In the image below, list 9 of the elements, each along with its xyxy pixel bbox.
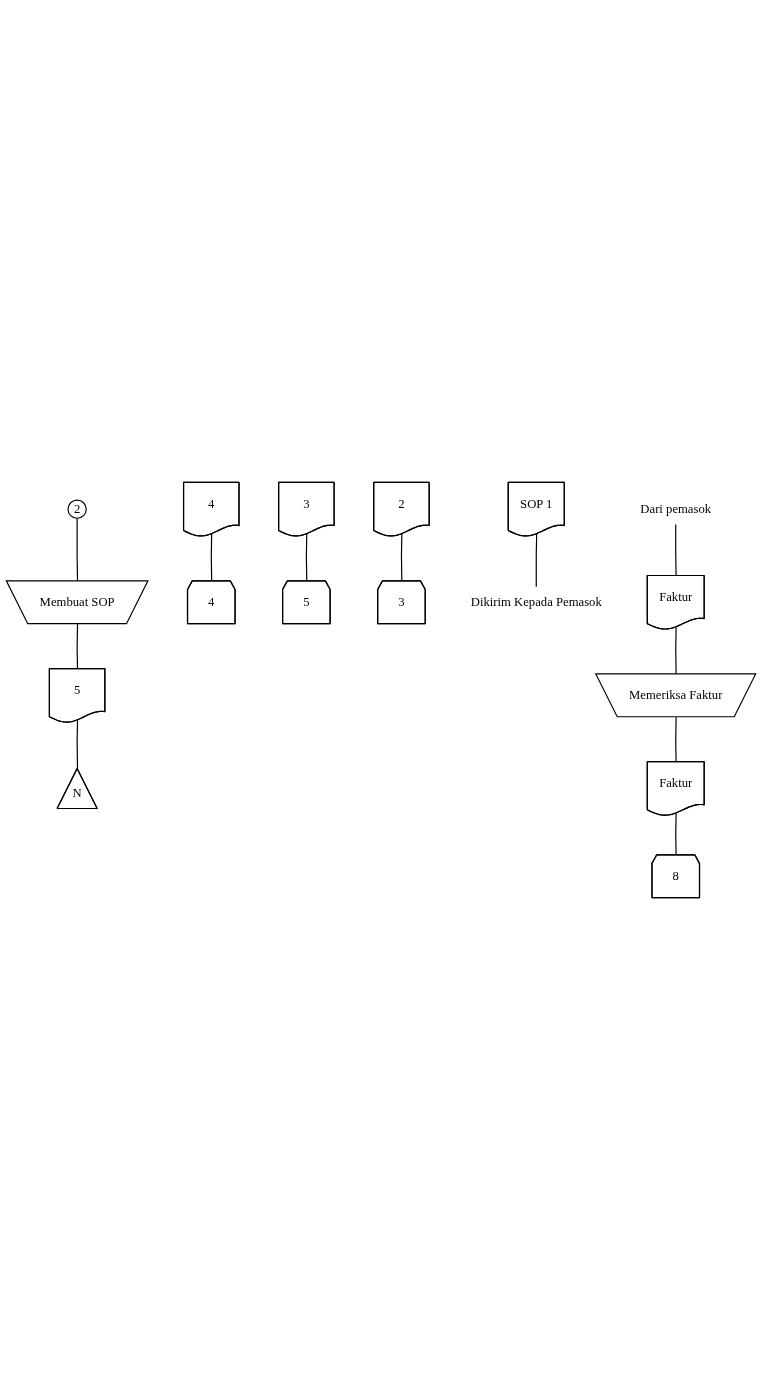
connector [210, 533, 213, 582]
node-text: Dari pemasok [640, 502, 712, 516]
connector [400, 533, 403, 582]
connector [675, 812, 677, 856]
connector [535, 533, 538, 588]
node-circle: 2 [67, 499, 87, 519]
connector [305, 533, 308, 582]
node-text: Dikirim Kepada Pemasok [470, 595, 602, 609]
connector [76, 719, 79, 770]
